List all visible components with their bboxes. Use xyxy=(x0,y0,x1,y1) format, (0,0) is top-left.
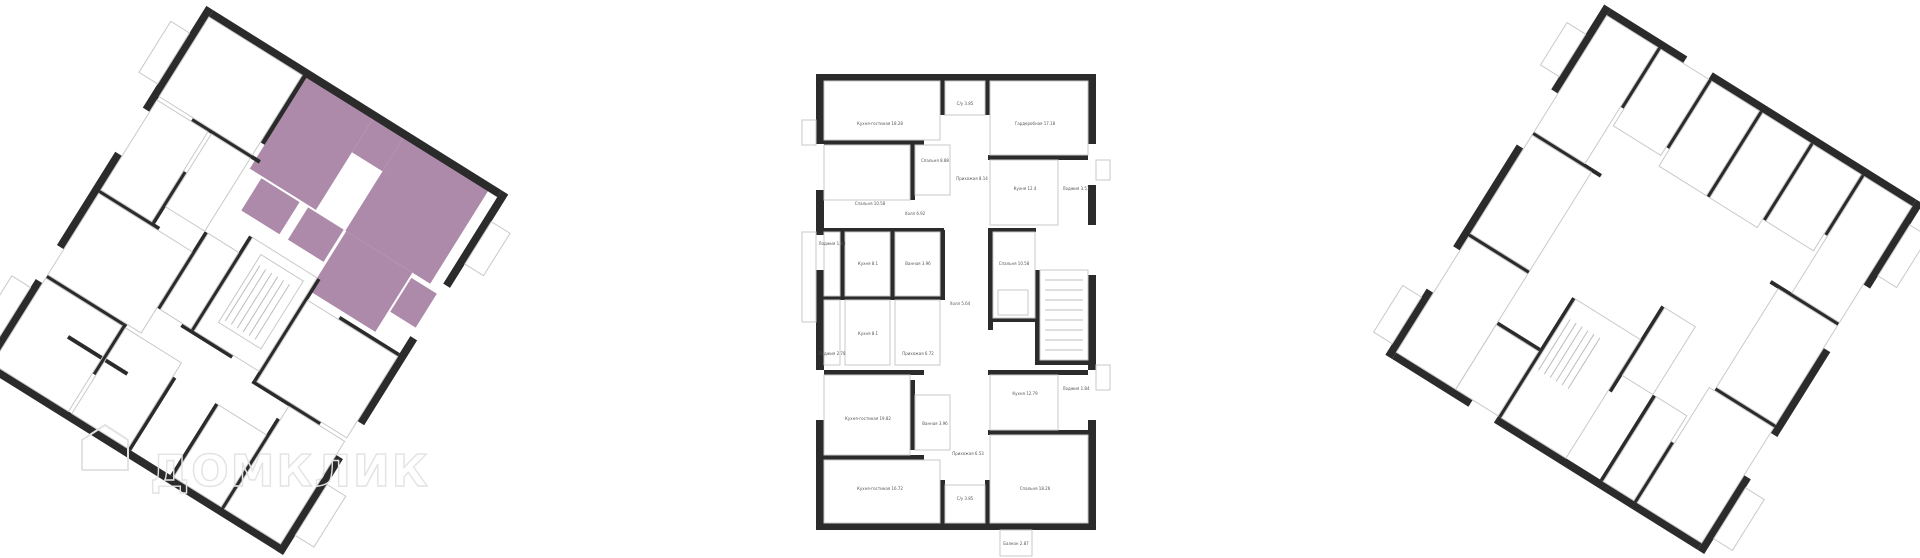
room-label: Спальня 18.26 xyxy=(1020,486,1051,491)
room-label: Прихожая 8.14 xyxy=(956,176,988,181)
room-label: Лоджия 1.84 xyxy=(818,241,845,246)
room-label: Лоджия 1.84 xyxy=(1062,386,1089,391)
room-label: Лоджия 2.78 xyxy=(818,351,845,356)
room-label: Ванная 3.96 xyxy=(905,261,931,266)
room-label: Спальня 10.58 xyxy=(855,201,886,206)
highlighted-apartment[interactable] xyxy=(212,77,498,349)
right-interior-walls xyxy=(1468,47,1865,503)
room-label: Кухня-гостиная 16.72 xyxy=(857,486,903,491)
center-interior-walls xyxy=(824,80,1088,525)
room-label: Прихожая 6.72 xyxy=(902,351,934,356)
room-label: Холл 6.92 xyxy=(905,211,926,216)
room-label: Ванная 3.96 xyxy=(922,421,948,426)
room-label: Спальня 8.88 xyxy=(921,158,949,163)
room-label: С/у 3.85 xyxy=(957,101,974,106)
room-label: Кухня-гостиная 19.82 xyxy=(845,416,891,421)
center-exterior-walls xyxy=(816,74,1096,530)
right-room-outlines xyxy=(1372,14,1920,552)
room-label: Гардеробная 17.18 xyxy=(1015,121,1056,126)
center-floor-plan: Кухня-гостиная 18.28 С/у 3.85 Гардеробна… xyxy=(801,74,1111,557)
left-room-outlines xyxy=(0,16,511,548)
room-label: Прихожая 6.53 xyxy=(952,451,984,456)
room-label: Кухня 8.1 xyxy=(858,331,879,336)
watermark-text: ДОМКЛИК xyxy=(150,446,430,497)
room-label: Кухня 12.4 xyxy=(1014,186,1037,191)
room-label: С/у 3.85 xyxy=(957,496,974,501)
room-label: Балкон 2.87 xyxy=(1003,541,1029,546)
center-room-labels: Кухня-гостиная 18.28 С/у 3.85 Гардеробна… xyxy=(818,101,1089,546)
room-label: Холл 5.64 xyxy=(950,301,971,306)
room-label: Спальня 10.58 xyxy=(999,261,1030,266)
left-floor-plan xyxy=(0,5,511,555)
right-floor-plan xyxy=(1372,4,1920,555)
room-label: Кухня 12.79 xyxy=(1012,391,1038,396)
room-label: Кухня 8.1 xyxy=(858,261,879,266)
room-label: Кухня-гостиная 18.28 xyxy=(857,121,903,126)
right-exterior-walls xyxy=(1385,4,1920,555)
watermark: ДОМКЛИК xyxy=(81,423,430,498)
room-label: Лоджия 3.51 xyxy=(1062,186,1089,191)
center-room-outlines xyxy=(801,80,1111,557)
left-exterior-walls xyxy=(0,5,509,555)
left-interior-walls xyxy=(45,74,400,509)
